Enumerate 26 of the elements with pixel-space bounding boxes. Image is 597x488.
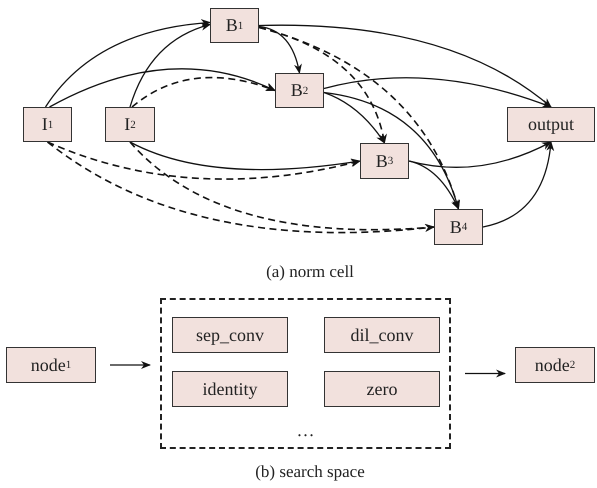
arrow — [259, 24, 552, 108]
caption: (b) search space — [255, 462, 365, 482]
ellipsis-text: … — [296, 420, 314, 441]
process-box: identity — [172, 371, 288, 407]
arrow — [408, 141, 552, 168]
caption: (a) norm cell — [266, 262, 354, 282]
arrow — [110, 361, 151, 369]
arrow — [408, 160, 460, 210]
arrow — [132, 76, 276, 108]
dashed-group-box — [160, 298, 451, 449]
process-box: dil_conv — [324, 317, 440, 353]
arrow — [129, 141, 435, 232]
arrow — [47, 141, 361, 180]
arrow — [258, 26, 386, 144]
arrow — [130, 141, 361, 170]
arrow — [258, 26, 302, 74]
arrow — [44, 19, 211, 108]
arrow — [324, 77, 552, 108]
arrow — [482, 141, 554, 228]
arrow — [129, 23, 211, 108]
arrow — [49, 68, 276, 108]
arrow — [465, 370, 506, 378]
arrow — [324, 92, 386, 144]
process-box: sep_conv — [172, 317, 288, 353]
process-box: output — [507, 107, 595, 142]
process-box: zero — [324, 371, 440, 407]
